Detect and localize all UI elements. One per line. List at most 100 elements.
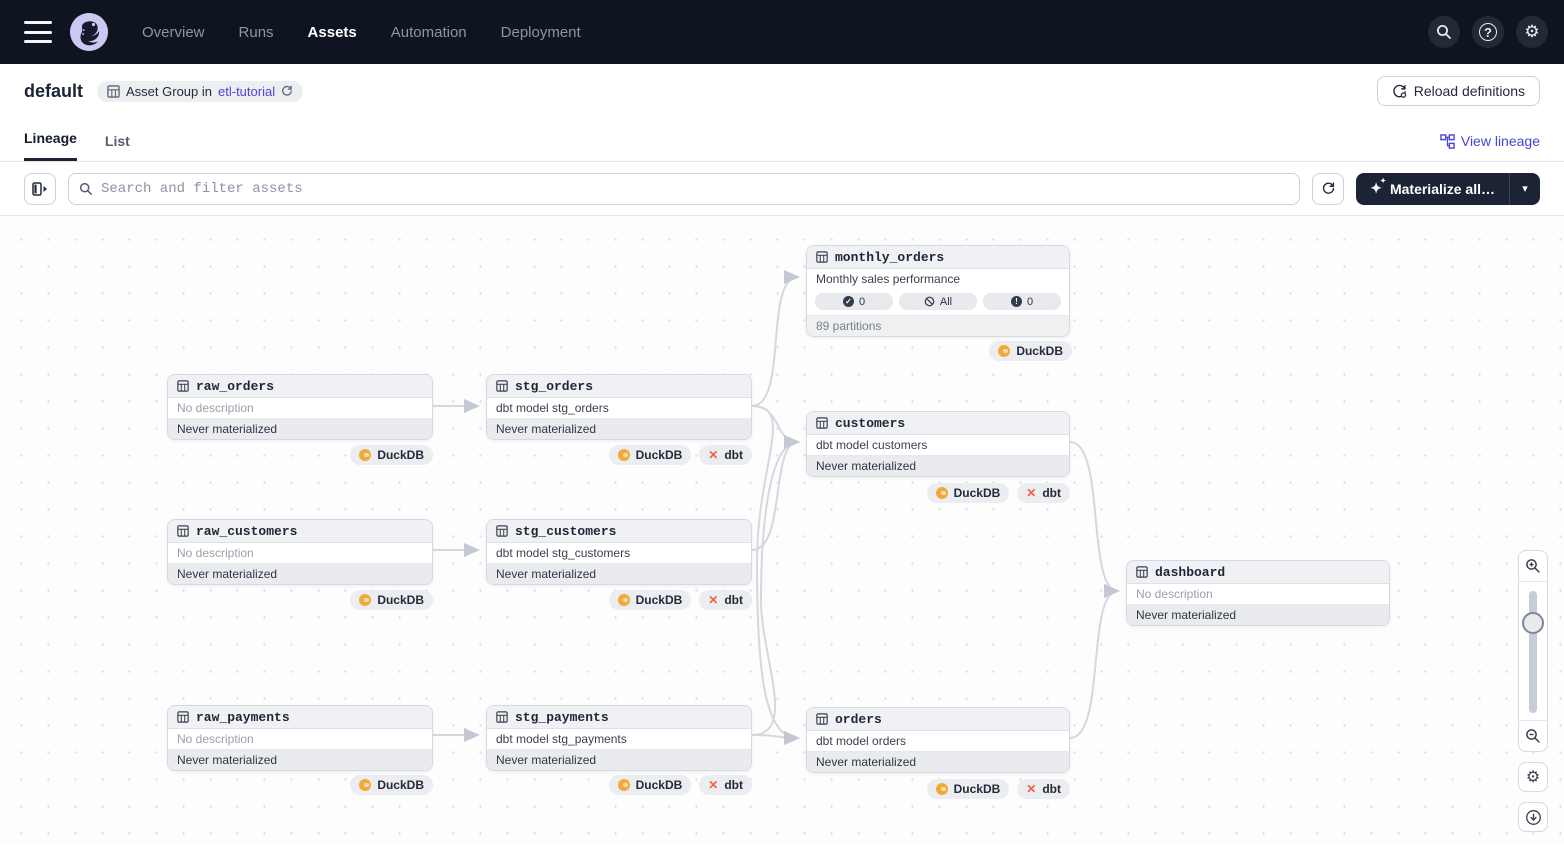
materialize-all-button[interactable]: ✦✦ Materialize all… — [1356, 172, 1510, 205]
zoom-out-icon[interactable] — [1518, 721, 1548, 751]
search-icon — [79, 182, 93, 195]
asset-name: stg_customers — [515, 523, 617, 539]
download-image-icon[interactable] — [1518, 802, 1548, 832]
asset-status: Never materialized — [168, 419, 432, 439]
lineage-graph-icon — [1440, 133, 1455, 149]
menu-icon[interactable] — [24, 21, 52, 43]
asset-tags: DuckDB ✕dbt — [486, 445, 752, 465]
tab-list[interactable]: List — [104, 133, 130, 149]
asset-group-badge: Asset Group in etl-tutorial — [97, 80, 304, 102]
lineage-canvas[interactable]: monthly_orders Monthly sales performance… — [0, 216, 1564, 845]
duckdb-icon — [359, 779, 372, 791]
zoom-controls — [1518, 550, 1548, 752]
partitions-success-pill[interactable]: ✓0 — [815, 293, 893, 310]
asset-node-raw-payments[interactable]: raw_payments No description Never materi… — [167, 705, 433, 771]
asset-node-dashboard[interactable]: dashboard No description Never materiali… — [1126, 560, 1390, 626]
zoom-slider[interactable] — [1518, 581, 1548, 721]
partitions-missing-pill[interactable]: All — [899, 293, 977, 310]
table-icon — [816, 417, 828, 429]
view-lineage-link[interactable]: View lineage — [1440, 133, 1540, 161]
graph-settings-gear-icon[interactable]: ⚙ — [1518, 762, 1548, 792]
asset-description: No description — [168, 543, 432, 564]
dbt-icon: ✕ — [708, 448, 719, 462]
nav-automation[interactable]: Automation — [390, 23, 467, 41]
asset-description: No description — [168, 729, 432, 750]
zoom-slider-handle[interactable] — [1522, 612, 1544, 634]
collapse-panel-icon[interactable] — [24, 172, 56, 205]
asset-description: dbt model stg_orders — [487, 398, 751, 419]
refresh-graph-icon[interactable] — [1312, 172, 1345, 205]
help-icon[interactable]: ? — [1472, 16, 1504, 48]
asset-tags: DuckDB — [167, 445, 433, 465]
settings-gear-icon[interactable]: ⚙ — [1516, 16, 1548, 48]
tag-duckdb[interactable]: DuckDB — [926, 779, 1010, 799]
lineage-edges — [433, 270, 1120, 745]
reload-definitions-button[interactable]: Reload definitions — [1376, 76, 1540, 106]
tag-duckdb[interactable]: DuckDB — [608, 775, 692, 795]
asset-name: dashboard — [1155, 564, 1226, 580]
asset-description: dbt model orders — [807, 731, 1069, 752]
tag-duckdb[interactable]: DuckDB — [989, 341, 1072, 361]
dagster-logo-icon[interactable] — [70, 13, 108, 51]
search-input[interactable] — [101, 180, 1290, 197]
top-nav: Overview Runs Assets Automation Deployme… — [0, 0, 1564, 64]
asset-description: dbt model stg_payments — [487, 729, 751, 750]
table-icon — [177, 711, 189, 723]
search-icon[interactable] — [1428, 16, 1460, 48]
table-icon — [496, 380, 508, 392]
asset-status: 89 partitions — [807, 316, 1069, 336]
asset-name: customers — [835, 415, 906, 431]
tag-dbt[interactable]: ✕dbt — [699, 590, 752, 610]
asset-status: Never materialized — [168, 750, 432, 770]
partitions-failed-pill[interactable]: !0 — [983, 293, 1061, 310]
nav-deployment[interactable]: Deployment — [500, 23, 581, 41]
tag-dbt[interactable]: ✕dbt — [699, 445, 752, 465]
duckdb-icon — [617, 594, 630, 606]
asset-status: Never materialized — [168, 564, 432, 584]
asset-node-stg-customers[interactable]: stg_customers dbt model stg_customers Ne… — [486, 519, 752, 585]
nav-overview[interactable]: Overview — [142, 23, 205, 41]
zoom-in-icon[interactable] — [1518, 551, 1548, 581]
tag-dbt[interactable]: ✕dbt — [1017, 779, 1070, 799]
asset-node-raw-orders[interactable]: raw_orders No description Never material… — [167, 374, 433, 440]
tag-duckdb[interactable]: DuckDB — [608, 445, 692, 465]
materialize-split-button: ✦✦ Materialize all… ▾ — [1356, 172, 1540, 205]
sparkle-icon: ✦✦ — [1370, 178, 1386, 196]
asset-node-orders[interactable]: orders dbt model orders Never materializ… — [806, 707, 1070, 773]
asset-status: Never materialized — [807, 752, 1069, 772]
asset-node-monthly-orders[interactable]: monthly_orders Monthly sales performance… — [806, 245, 1070, 337]
asset-search[interactable] — [68, 172, 1301, 205]
asset-status: Never materialized — [487, 419, 751, 439]
tag-dbt[interactable]: ✕dbt — [1017, 483, 1070, 503]
tag-duckdb[interactable]: DuckDB — [608, 590, 692, 610]
dbt-icon: ✕ — [708, 593, 719, 607]
table-icon — [816, 713, 828, 725]
materialize-options-caret[interactable]: ▾ — [1522, 183, 1528, 195]
asset-node-stg-orders[interactable]: stg_orders dbt model stg_orders Never ma… — [486, 374, 752, 440]
asset-description: dbt model customers — [807, 435, 1069, 456]
nav-assets[interactable]: Assets — [307, 23, 357, 41]
tag-dbt[interactable]: ✕dbt — [699, 775, 752, 795]
asset-node-stg-payments[interactable]: stg_payments dbt model stg_payments Neve… — [486, 705, 752, 771]
nav-runs[interactable]: Runs — [238, 23, 274, 41]
partition-status-row: ✓0 All !0 — [807, 290, 1069, 316]
tag-duckdb[interactable]: DuckDB — [350, 445, 433, 465]
tag-duckdb[interactable]: DuckDB — [350, 775, 433, 795]
tag-duckdb[interactable]: DuckDB — [350, 590, 433, 610]
tag-duckdb[interactable]: DuckDB — [926, 483, 1010, 503]
asset-node-raw-customers[interactable]: raw_customers No description Never mater… — [167, 519, 433, 585]
code-location-link[interactable]: etl-tutorial — [218, 83, 276, 99]
check-icon: ✓ — [842, 296, 854, 307]
asset-tags: DuckDB — [806, 341, 1072, 361]
tab-lineage[interactable]: Lineage — [24, 130, 77, 161]
asset-tags: DuckDB ✕dbt — [806, 779, 1070, 799]
refresh-icon[interactable] — [281, 85, 293, 97]
zoom-slider-track[interactable] — [1529, 591, 1537, 713]
table-icon — [1136, 566, 1148, 578]
dbt-icon: ✕ — [708, 778, 719, 792]
asset-node-customers[interactable]: customers dbt model customers Never mate… — [806, 411, 1070, 477]
asset-name: stg_orders — [515, 378, 594, 394]
asset-name: raw_customers — [196, 523, 298, 539]
asset-tags: DuckDB — [167, 775, 433, 795]
duckdb-icon — [935, 783, 948, 795]
